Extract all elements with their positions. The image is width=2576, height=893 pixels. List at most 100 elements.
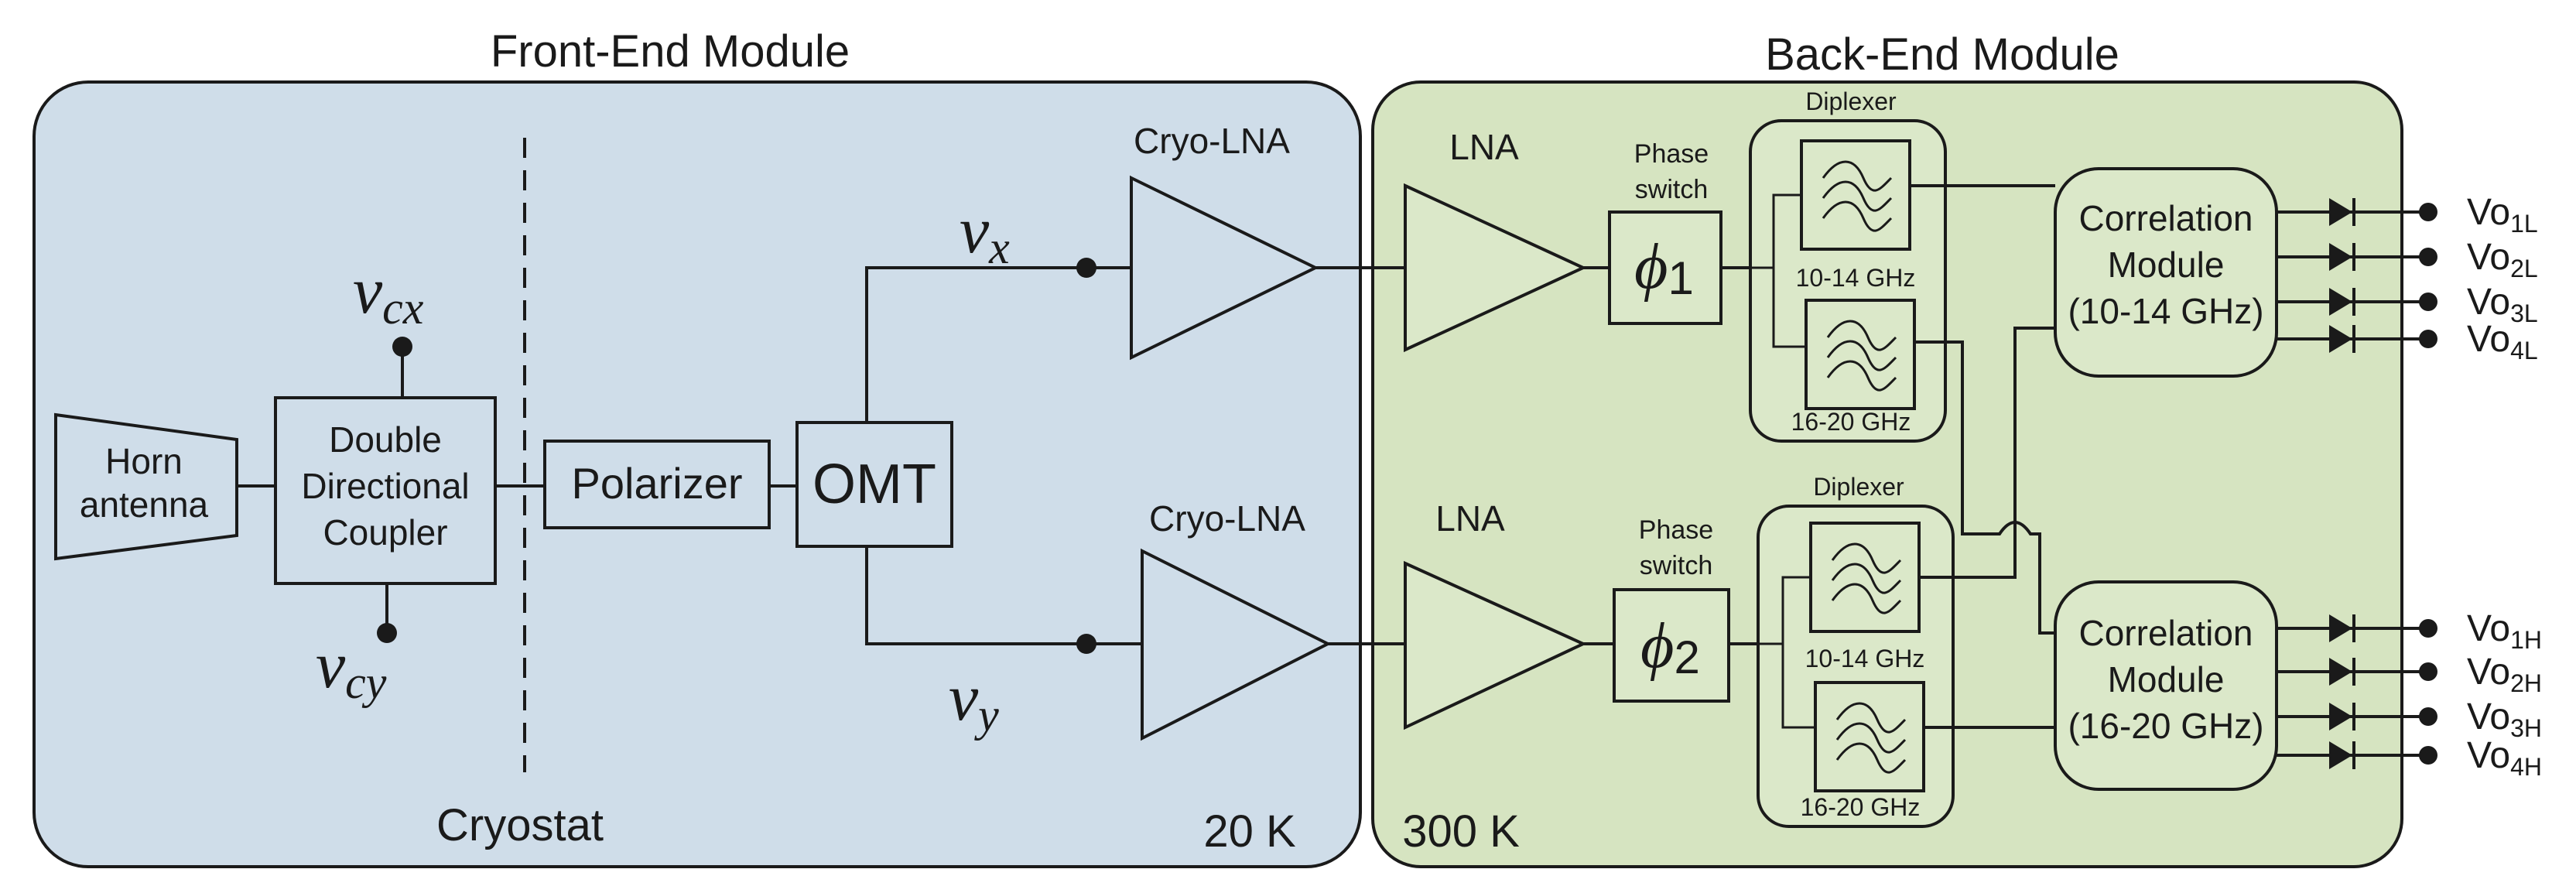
output-label-base: Vo <box>2467 696 2510 737</box>
coupler-line2: Directional <box>301 466 469 506</box>
phi1-label: ϕ1 <box>1634 231 1694 304</box>
polarizer-label: Polarizer <box>572 459 743 508</box>
cryostat-label: Cryostat <box>436 800 604 850</box>
output-terminal <box>2419 746 2437 765</box>
high-output-2: Vo2H <box>2277 652 2542 697</box>
phase-switch-bottom-line1: Phase <box>1639 515 1713 545</box>
output-label-sub: 1L <box>2510 210 2538 238</box>
diplexer-bottom-filter-low <box>1809 522 1921 633</box>
phase-switch-top-line1: Phase <box>1634 139 1709 169</box>
vcx-port <box>392 337 412 357</box>
route-top-high <box>1914 340 2055 635</box>
output-label: Vo2L <box>2467 237 2538 282</box>
lna-top-label: LNA <box>1449 127 1519 167</box>
lna-bottom <box>1404 560 1587 730</box>
diode-icon <box>2329 614 2352 642</box>
front-end-title: Front-End Module <box>491 26 850 77</box>
low-output-1: Vo1L <box>2277 192 2538 238</box>
corr-high-line1: Correlation <box>2079 613 2253 653</box>
output-label-sub: 3L <box>2510 299 2538 327</box>
diplexer-top-band-high: 16-20 GHz <box>1791 408 1911 436</box>
vcy-port <box>377 623 397 643</box>
diode-icon <box>2329 741 2352 769</box>
cryo-lna-bottom-label: Cryo-LNA <box>1149 498 1305 539</box>
horn-antenna <box>54 412 238 561</box>
phase-switch-top-line2: switch <box>1635 175 1708 204</box>
omt-label: OMT <box>812 453 936 515</box>
output-terminal <box>2419 248 2437 266</box>
cryo-lna-top-label: Cryo-LNA <box>1134 121 1290 161</box>
phase-switch-bottom-line2: switch <box>1640 551 1712 580</box>
output-label-base: Vo <box>2467 735 2510 776</box>
vcx-label: vcx <box>353 253 424 334</box>
output-label-sub: 4L <box>2510 337 2538 364</box>
diplexer-top-title: Diplexer <box>1805 87 1897 115</box>
diode-icon <box>2329 243 2352 271</box>
output-terminal <box>2419 330 2437 348</box>
diplexer-bottom-title: Diplexer <box>1813 473 1904 501</box>
output-label: Vo1L <box>2467 192 2538 238</box>
omt <box>795 421 953 548</box>
output-label-sub: 1H <box>2510 626 2542 654</box>
diplexer-bottom-filter-high <box>1814 681 1925 792</box>
output-label: Vo4L <box>2467 319 2538 364</box>
directional-coupler <box>274 396 497 585</box>
output-label-base: Vo <box>2467 608 2510 649</box>
output-label-sub: 2H <box>2510 669 2542 697</box>
output-label-sub: 3H <box>2510 714 2542 742</box>
output-label-sub: 2L <box>2510 255 2538 282</box>
high-output-3: Vo3H <box>2277 696 2542 742</box>
diplexer-top-filter-low <box>1800 139 1911 251</box>
route-bottom-low <box>1919 327 2055 579</box>
vy-node <box>1076 634 1096 654</box>
phase-switch-bottom <box>1613 588 1730 703</box>
lna-bottom-label: LNA <box>1435 498 1505 539</box>
diplexer-bottom-band-low: 10-14 GHz <box>1805 645 1925 672</box>
corr-low-line3: (10-14 GHz) <box>2068 291 2263 331</box>
output-label: Vo4H <box>2467 735 2542 781</box>
cryo-lna-top <box>1130 175 1319 361</box>
back-end-title: Back-End Module <box>1765 29 2119 80</box>
polarizer <box>543 440 771 529</box>
horn-label-line1: Horn <box>105 441 183 481</box>
output-terminal <box>2419 619 2437 638</box>
output-label-base: Vo <box>2467 282 2510 323</box>
output-label-sub: 4H <box>2510 753 2542 781</box>
output-label-base: Vo <box>2467 237 2510 278</box>
front-temp-label: 20 K <box>1203 806 1296 857</box>
corr-low-line1: Correlation <box>2079 198 2253 238</box>
low-output-4: Vo4L <box>2277 319 2538 364</box>
output-terminal <box>2419 707 2437 726</box>
diode-icon <box>2329 325 2352 353</box>
output-terminal <box>2419 662 2437 681</box>
back-temp-label: 300 K <box>1402 806 1520 857</box>
correlation-module-high <box>2054 580 2278 791</box>
output-terminal <box>2419 293 2437 311</box>
diplexer-bottom-band-high: 16-20 GHz <box>1801 793 1921 821</box>
output-label-base: Vo <box>2467 652 2510 693</box>
lna-top <box>1404 183 1587 353</box>
correlation-module-low <box>2054 167 2278 378</box>
output-label: Vo1H <box>2467 608 2542 654</box>
low-output-2: Vo2L <box>2277 237 2538 282</box>
output-label-base: Vo <box>2467 319 2510 360</box>
output-label: Vo3H <box>2467 696 2542 742</box>
diode-icon <box>2329 703 2352 730</box>
output-label: Vo2H <box>2467 652 2542 697</box>
diplexer-top-band-low: 10-14 GHz <box>1796 264 1916 292</box>
low-output-3: Vo3L <box>2277 282 2538 327</box>
output-label-base: Vo <box>2467 192 2510 233</box>
output-label: Vo3L <box>2467 282 2538 327</box>
diode-icon <box>2329 288 2352 316</box>
cryo-lna-bottom <box>1141 548 1332 741</box>
phi2-label: ϕ2 <box>1640 610 1700 683</box>
high-output-1: Vo1H <box>2277 608 2542 654</box>
coupler-line1: Double <box>329 419 442 460</box>
output-terminal <box>2419 203 2437 221</box>
vy-label: vy <box>949 660 999 741</box>
coupler-line3: Coupler <box>323 512 447 553</box>
diplexer-top-filter-high <box>1805 299 1916 410</box>
